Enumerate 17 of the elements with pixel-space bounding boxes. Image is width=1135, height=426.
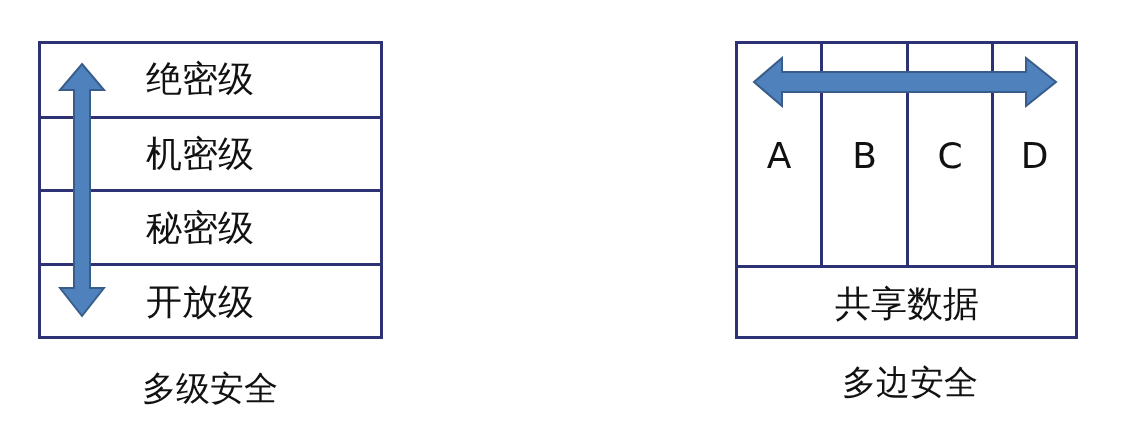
- table-cell: [38, 116, 383, 192]
- cell-label: 秘密级: [146, 208, 254, 248]
- caption: 多级安全: [142, 368, 278, 408]
- cell-label: 机密级: [146, 134, 254, 174]
- cell-label: B: [852, 136, 877, 176]
- cell-label: 共享数据: [834, 284, 979, 324]
- caption: 多边安全: [842, 362, 978, 402]
- cell-label: 开放级: [146, 282, 254, 322]
- table-cell: [38, 189, 383, 266]
- table-cell: [38, 41, 383, 119]
- cell-label: D: [1020, 136, 1049, 176]
- cell-label: A: [766, 136, 792, 176]
- cell-label: 绝密级: [146, 59, 254, 99]
- table-cell: [991, 41, 1078, 268]
- cell-label: C: [937, 136, 963, 176]
- table-cell: [38, 263, 383, 339]
- table-cell: [735, 265, 1078, 339]
